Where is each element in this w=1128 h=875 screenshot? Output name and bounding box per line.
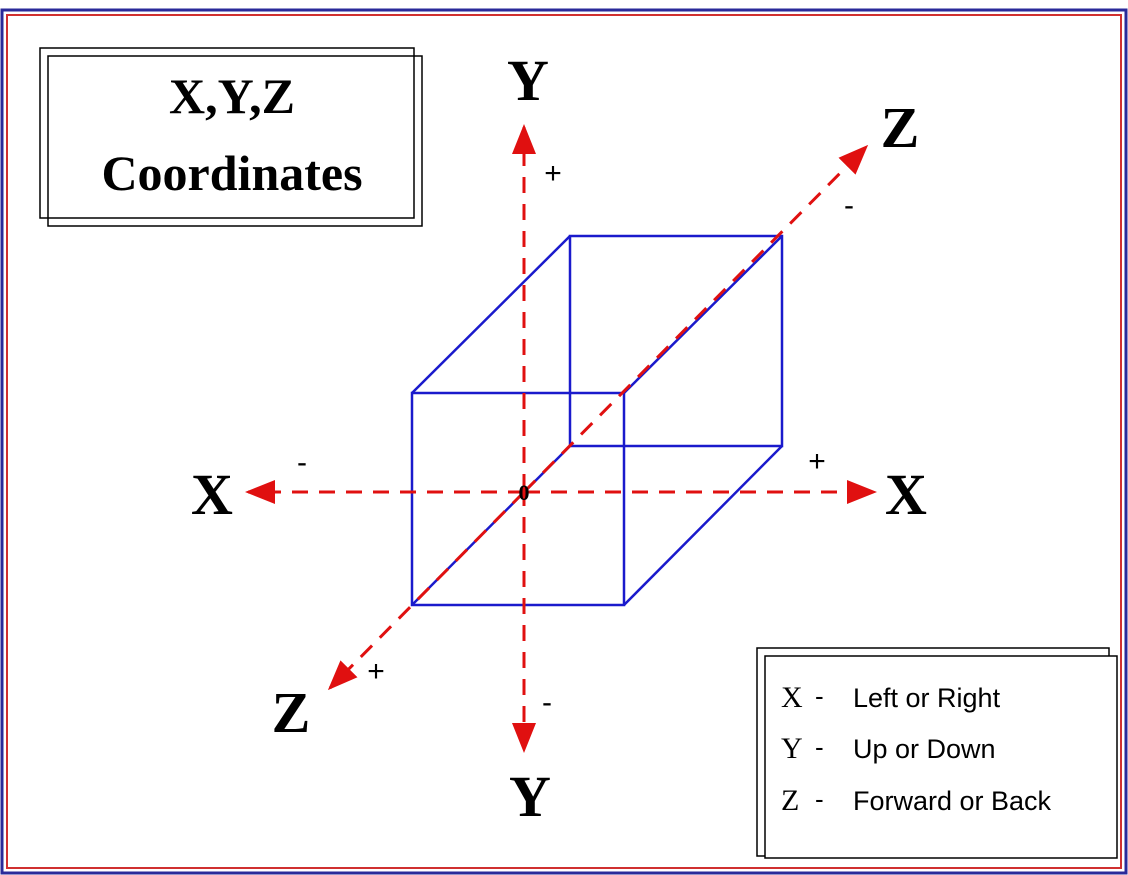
x-axis-right-label: X (885, 462, 927, 527)
legend-separator: - (815, 732, 824, 762)
cube-edge (411, 235, 571, 394)
title-box: X,Y,Z Coordinates (39, 47, 423, 227)
axis-labels: Y Y X X Z Z (191, 48, 927, 829)
axes (245, 124, 877, 753)
legend-box: X - Left or Right Y - Up or Down Z - For… (756, 647, 1118, 859)
y-negative-sign: - (542, 686, 552, 719)
x-positive-sign: + (808, 445, 826, 478)
y-positive-sign: + (544, 157, 562, 190)
cube-edge (623, 445, 783, 606)
legend-item-x: X - Left or Right (781, 681, 1001, 714)
sign-labels: + - - + - + (297, 157, 854, 719)
legend-axis-label: Z (781, 784, 799, 817)
z-axis-negative (522, 144, 869, 494)
legend-description: Forward or Back (853, 786, 1052, 816)
cube-front-face (410, 391, 626, 607)
z-axis-front-label: Z (272, 680, 311, 745)
legend-separator: - (815, 784, 824, 814)
legend-description: Left or Right (853, 683, 1001, 713)
legend-axis-label: Y (781, 732, 803, 765)
y-axis-top-label: Y (507, 48, 549, 113)
origin-label: 0 (519, 480, 530, 505)
x-axis-left-label: X (191, 462, 233, 527)
cube (410, 234, 784, 607)
z-axis-positive (327, 490, 526, 691)
y-axis-bottom-label: Y (509, 764, 551, 829)
z-axis-back-label: Z (881, 95, 920, 160)
legend-description: Up or Down (853, 734, 996, 764)
legend-item-z: Z - Forward or Back (781, 784, 1052, 817)
cube-edge (623, 235, 783, 394)
legend-axis-label: X (781, 681, 803, 714)
title-line-2: Coordinates (101, 145, 362, 201)
legend-separator: - (815, 681, 824, 711)
z-positive-sign: + (367, 655, 385, 688)
x-negative-sign: - (297, 446, 307, 479)
z-negative-sign: - (844, 189, 854, 222)
legend-item-y: Y - Up or Down (781, 732, 996, 765)
cube-back-face (568, 234, 784, 448)
title-line-1: X,Y,Z (169, 68, 295, 124)
page-frame (0, 8, 1128, 875)
